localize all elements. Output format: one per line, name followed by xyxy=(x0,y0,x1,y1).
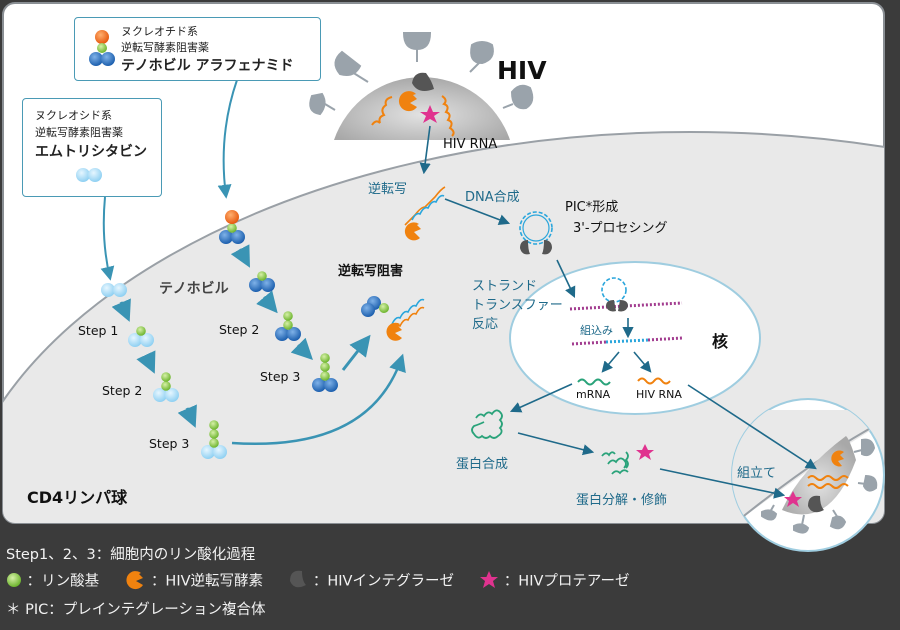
integration-label: 組込み xyxy=(580,324,613,337)
assembly-zoom-view xyxy=(731,398,885,552)
three-prime-processing-label: 3'-プロセシング xyxy=(573,221,668,236)
phosphate-group xyxy=(209,420,219,430)
tenofovir-base xyxy=(231,230,245,244)
emtricitabine-base xyxy=(113,283,127,297)
phosphate-group xyxy=(161,381,171,391)
teno-step3-label: Step 3 xyxy=(260,369,301,384)
pic-complex xyxy=(519,211,553,255)
rt-inhibition-label: 逆転写阻害 xyxy=(338,264,404,279)
tenofovir-category-2: 逆転写酵素阻害薬 xyxy=(121,41,209,54)
emtri-step3-label: Step 3 xyxy=(149,436,190,451)
emtricitabine-base xyxy=(128,333,142,347)
tenofovir-base xyxy=(324,378,338,392)
tenofovir-base xyxy=(275,327,289,341)
tenofovir-category-1: ヌクレオチド系 xyxy=(121,25,198,38)
assembly-label: 組立て xyxy=(737,466,777,481)
legend-integrase: ：HIVインテグラーゼ xyxy=(312,573,454,590)
integrase-icon xyxy=(290,570,307,588)
emtricitabine-name: エムトリシタビン xyxy=(35,144,147,160)
reverse-transcription-complex xyxy=(404,186,446,241)
protein-synthesis-label: 蛋白合成 xyxy=(456,457,509,472)
mrna-label: mRNA xyxy=(576,388,611,401)
reverse-transcriptase-icon xyxy=(126,571,144,590)
phosphate-group xyxy=(320,371,330,381)
legend-protease: ：HIVプロテアーゼ xyxy=(503,573,630,590)
tenofovir-molecule-icon xyxy=(89,30,115,66)
protease-icon xyxy=(784,491,802,507)
integration-complex xyxy=(569,277,683,386)
hiv-label: HIV xyxy=(497,56,547,85)
emtri-step1-label: Step 1 xyxy=(78,323,119,338)
strand-transfer-label-3: 反応 xyxy=(472,317,499,332)
pic-formation-label: PIC*形成 xyxy=(565,200,619,215)
emtricitabine-base xyxy=(201,445,215,459)
arrows xyxy=(100,79,817,499)
emtricitabine-category-2: 逆転写酵素阻害薬 xyxy=(35,126,123,139)
prodrug-moiety xyxy=(225,210,239,224)
emtricitabine-molecule-icon xyxy=(76,168,102,182)
protease-icon xyxy=(480,571,499,588)
emtricitabine-base xyxy=(213,445,227,459)
tenofovir-name: テノホビル アラフェナミド xyxy=(121,58,294,74)
emtricitabine-base xyxy=(140,333,154,347)
teno-step2-label: Step 2 xyxy=(219,322,260,337)
phosphate-group xyxy=(320,362,330,372)
phosphate-group xyxy=(320,353,330,363)
reverse-transcriptase-icon xyxy=(398,91,417,112)
reverse-transcription-label: 逆転写 xyxy=(368,182,408,197)
hiv-virion xyxy=(309,32,534,140)
emtri-step2-label: Step 2 xyxy=(102,383,143,398)
cd4-cell xyxy=(3,131,884,523)
legend-pic-note: ＊ PIC：プレインテグレーション複合体 xyxy=(6,602,266,618)
cell-label: CD4リンパ球 xyxy=(27,488,128,507)
phosphate-group xyxy=(161,372,171,382)
phosphate-group xyxy=(257,271,267,281)
strand-transfer-label-1: ストランド xyxy=(472,279,538,294)
tenofovir-base xyxy=(261,278,275,292)
protein-chains xyxy=(471,409,629,475)
legend-row-icons: ：リン酸基 ：HIV逆転写酵素 ：HIVインテグラーゼ ：HIVプロテアーゼ xyxy=(6,569,630,591)
dna-synthesis-label: DNA合成 xyxy=(465,190,520,205)
protein-processing-label: 蛋白分解・修飾 xyxy=(576,493,668,508)
emtricitabine-base xyxy=(153,388,167,402)
legend-reverse-transcriptase: ：HIV逆転写酵素 xyxy=(150,573,264,590)
emtricitabine-base xyxy=(101,283,115,297)
tenofovir-short-label: テノホビル xyxy=(159,281,229,297)
legend-phosphate: ：リン酸基 xyxy=(26,573,100,590)
reverse-transcriptase-icon xyxy=(831,450,844,467)
phosphate-group xyxy=(136,326,146,336)
tenofovir-box: ヌクレオチド系 逆転写酵素阻害薬 テノホビル アラフェナミド xyxy=(74,17,321,81)
nucleus-label: 核 xyxy=(712,332,729,351)
protease-icon xyxy=(420,105,440,123)
phosphate-group xyxy=(227,223,237,233)
protease-icon xyxy=(636,444,654,460)
phosphate-group xyxy=(283,320,293,330)
integrase-icon xyxy=(808,495,824,513)
rt-inhibition-complex xyxy=(361,296,425,341)
strand-transfer-label-2: トランスファー xyxy=(472,298,563,313)
tenofovir-base xyxy=(219,230,233,244)
tenofovir-base xyxy=(249,278,263,292)
phosphate-group xyxy=(209,438,219,448)
drug-molecules xyxy=(101,210,338,459)
tenofovir-base xyxy=(287,327,301,341)
hiv-rna-nucleus-label: HIV RNA xyxy=(636,388,682,401)
emtricitabine-category-1: ヌクレオシド系 xyxy=(35,109,112,122)
phosphate-icon xyxy=(7,573,21,587)
phosphate-group xyxy=(283,311,293,321)
phosphate-group xyxy=(209,429,219,439)
hiv-rna-entry-label: HIV RNA xyxy=(443,137,498,152)
legend-steps: Step1、2、3：細胞内のリン酸化過程 xyxy=(6,547,256,563)
emtricitabine-base xyxy=(165,388,179,402)
emtricitabine-box: ヌクレオシド系 逆転写酵素阻害薬 エムトリシタビン xyxy=(22,98,162,197)
nucleus xyxy=(509,261,761,415)
tenofovir-base xyxy=(312,378,326,392)
